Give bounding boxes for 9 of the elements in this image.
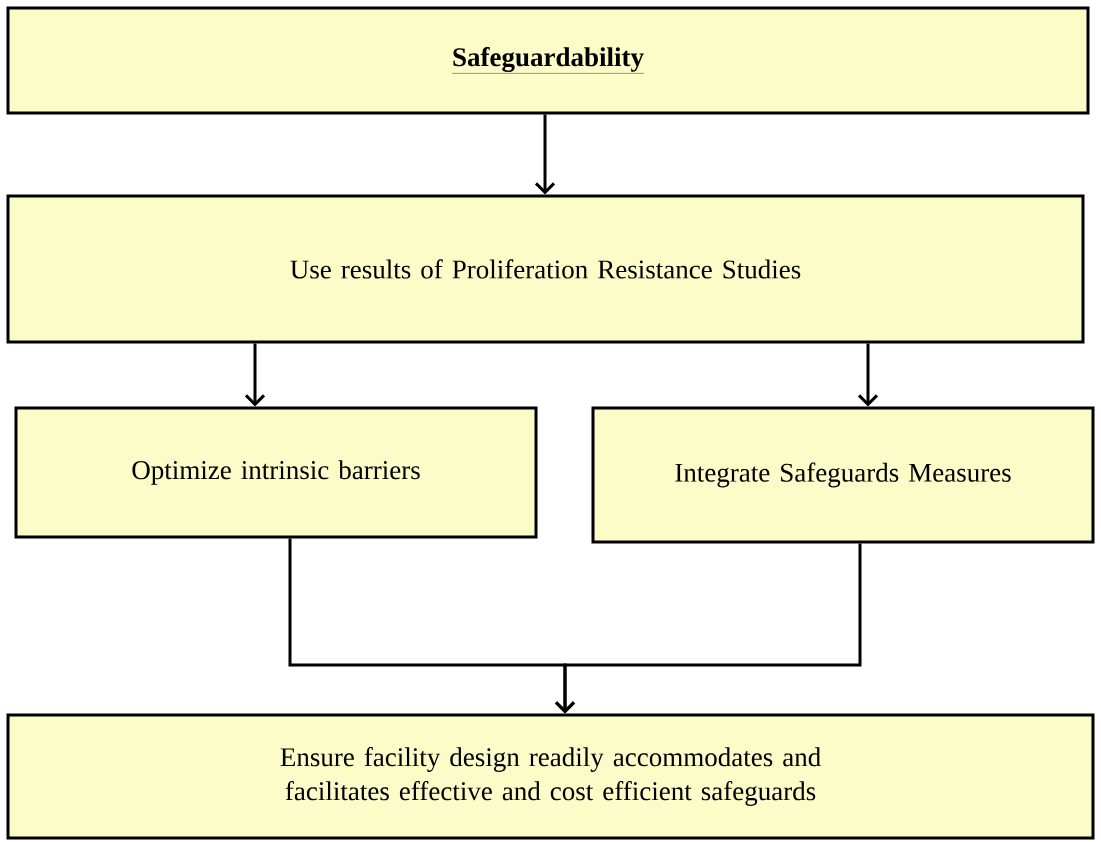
title-box: Safeguardability [6,6,1090,115]
process-box: Integrate Safeguards Measures [591,406,1095,544]
arrow [554,543,862,714]
arrow [534,114,556,195]
process-box: Optimize intrinsic barriers [14,406,538,539]
arrow [857,343,879,407]
arrow [244,343,266,407]
process-box: Use results of Proliferation Resistance Studies [6,194,1085,344]
process-box: Ensure facility design readily accommodates and facilitates effective and cost efficient safeguards [6,713,1095,840]
